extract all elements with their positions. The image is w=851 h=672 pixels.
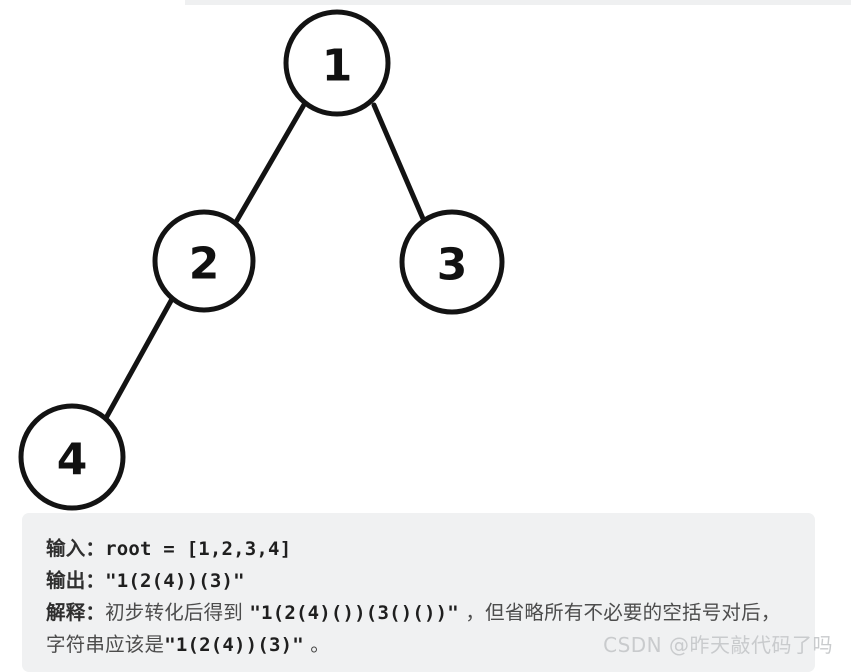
binary-tree-svg: 1 2 3 4: [18, 9, 505, 511]
tree-node-3-label: 3: [437, 240, 468, 291]
example-line-input: 输入：root = [1,2,3,4]: [46, 533, 791, 565]
tree-node-1-label: 1: [322, 41, 353, 92]
tree-node-3-circle: [399, 209, 505, 315]
tree-node-2-label: 2: [189, 239, 220, 290]
explanation-text-c: 。: [303, 633, 330, 656]
tree-edge-2-to-4: [103, 296, 175, 421]
explanation-label: 解释：: [46, 601, 106, 624]
output-label: 输出：: [46, 569, 106, 592]
example-line-explanation: 解释：初步转化后得到 "1(2(4)())(3()())" ，但省略所有不必要的…: [46, 597, 791, 661]
tree-node-4-label: 4: [57, 435, 88, 486]
tree-node-4-circle: [18, 403, 126, 511]
example-description-box: 输入：root = [1,2,3,4] 输出："1(2(4))(3)" 解释：初…: [22, 513, 815, 672]
input-label: 输入：: [46, 537, 106, 560]
tree-node-1-circle: [283, 9, 391, 117]
binary-tree-diagram: 1 2 3 4: [18, 9, 505, 511]
example-line-output: 输出："1(2(4))(3)": [46, 565, 791, 597]
tree-edge-1-to-3: [371, 102, 427, 224]
explanation-text-a: 初步转化后得到: [105, 601, 250, 624]
tree-edge-1-to-2: [233, 100, 308, 225]
explanation-text-b: ，但省略所有不必要的空括号对后，字符串应该是: [46, 601, 781, 656]
explanation-code-b: "1(2(4))(3)": [164, 634, 304, 656]
output-value: "1(2(4))(3)": [105, 570, 245, 592]
explanation-code-a: "1(2(4)())(3()())": [249, 602, 459, 624]
top-border-strip: [185, 0, 851, 5]
input-value: root = [1,2,3,4]: [105, 538, 292, 560]
tree-node-2-circle: [152, 209, 256, 313]
